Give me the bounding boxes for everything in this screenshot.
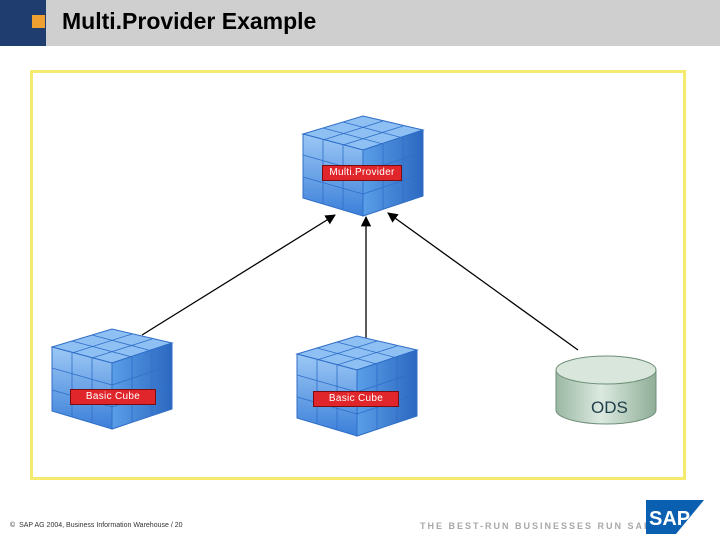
copyright-text: SAP AG 2004, Business Information Wareho… [19, 522, 183, 529]
header-orange-square [32, 15, 45, 28]
arrow-ods-to-multiprovider [387, 212, 579, 351]
ods-cylinder-icon: ODS [555, 355, 657, 425]
basic-cube-right-icon [296, 335, 418, 437]
ods-label: ODS [591, 398, 628, 417]
multiprovider-label: Multi.Provider [322, 165, 402, 181]
sap-logo-text: SAP [649, 508, 690, 530]
diagram-frame [30, 70, 686, 480]
header-bar: Multi.Provider Example [0, 0, 720, 46]
copyright-symbol: © [10, 522, 16, 529]
basic-cube-left-label: Basic Cube [70, 389, 156, 405]
sap-logo: SAP [646, 500, 704, 534]
page-title: Multi.Provider Example [62, 8, 317, 34]
arrow-left-cube-to-multiprovider [141, 214, 336, 336]
footer-tagline: THE BEST-RUN BUSINESSES RUN SAP [420, 521, 653, 531]
basic-cube-left-icon [51, 328, 173, 430]
basic-cube-right-label: Basic Cube [313, 391, 399, 407]
footer-copyright: © SAP AG 2004, Business Information Ware… [10, 522, 183, 529]
